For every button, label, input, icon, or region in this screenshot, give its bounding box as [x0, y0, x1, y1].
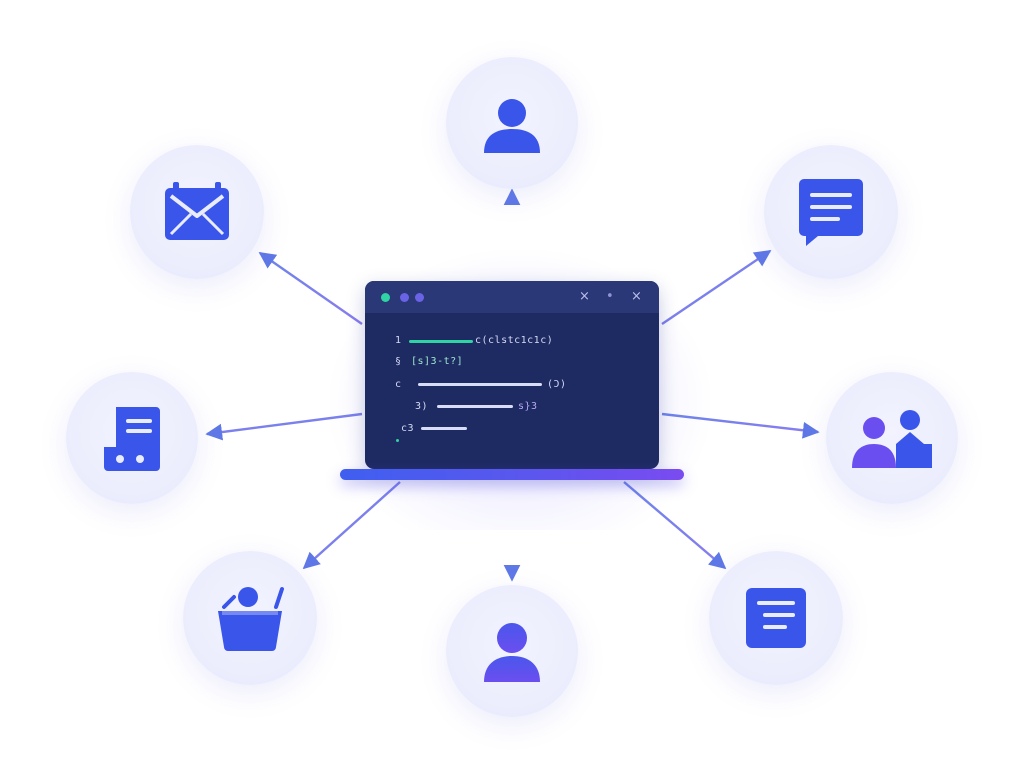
mail-icon [165, 182, 229, 240]
minimize-dot-icon[interactable]: • [606, 289, 614, 304]
code-line-1-text: c(clstc1c1c) [475, 335, 554, 346]
code-line-5-bar [421, 427, 467, 430]
arrow-to-mail [258, 252, 363, 325]
code-line-4-bar [437, 405, 513, 408]
laptop-base [340, 469, 684, 480]
window-dot-purple-2[interactable] [415, 293, 424, 302]
window-dot-purple[interactable] [400, 293, 409, 302]
node-team[interactable] [826, 372, 958, 504]
arrow-to-chat [661, 250, 772, 325]
code-line-2-text: [s]3-t?] [411, 356, 464, 367]
code-line-5-prefix: c3 [401, 423, 415, 434]
list-icon [746, 588, 806, 648]
window-dot-green[interactable] [381, 293, 390, 302]
close-icon[interactable]: × [579, 289, 590, 304]
node-mail[interactable] [130, 145, 264, 279]
document-icon [104, 407, 160, 471]
arrow-to-basket [302, 481, 401, 570]
cursor-caret [396, 439, 399, 442]
code-line-3-text: (Ɔ) [547, 379, 567, 390]
node-user-bottom[interactable] [446, 585, 578, 717]
code-line-4-prefix: 3) [415, 401, 429, 412]
node-user-top[interactable] [446, 57, 578, 189]
laptop-screen: × • × 1 c(clstc1c1c) § [s]3-t?] c (Ɔ) 3)… [365, 281, 659, 469]
node-chat[interactable] [764, 145, 898, 279]
code-line-3-prefix: c [395, 379, 402, 390]
code-line-2-prefix: § [395, 356, 402, 367]
arrow-to-team [661, 412, 820, 439]
code-line-1-highlight [409, 340, 473, 343]
basket-icon [218, 587, 284, 651]
arrow-to-document [205, 412, 363, 441]
user-icon [484, 99, 540, 153]
node-document[interactable] [66, 372, 198, 504]
terminal-titlebar: × • × [365, 281, 659, 313]
code-line-1-prefix: 1 [395, 335, 402, 346]
code-line-3-bar [418, 383, 542, 386]
node-basket[interactable] [183, 551, 317, 685]
code-line-4-text: s}3 [518, 401, 538, 412]
arrow-to-list [623, 481, 727, 570]
close-icon-2[interactable]: × [631, 289, 642, 304]
chat-message-icon [799, 179, 863, 246]
user-icon-2 [484, 623, 540, 682]
team-users-icon [852, 410, 932, 468]
node-list[interactable] [709, 551, 843, 685]
